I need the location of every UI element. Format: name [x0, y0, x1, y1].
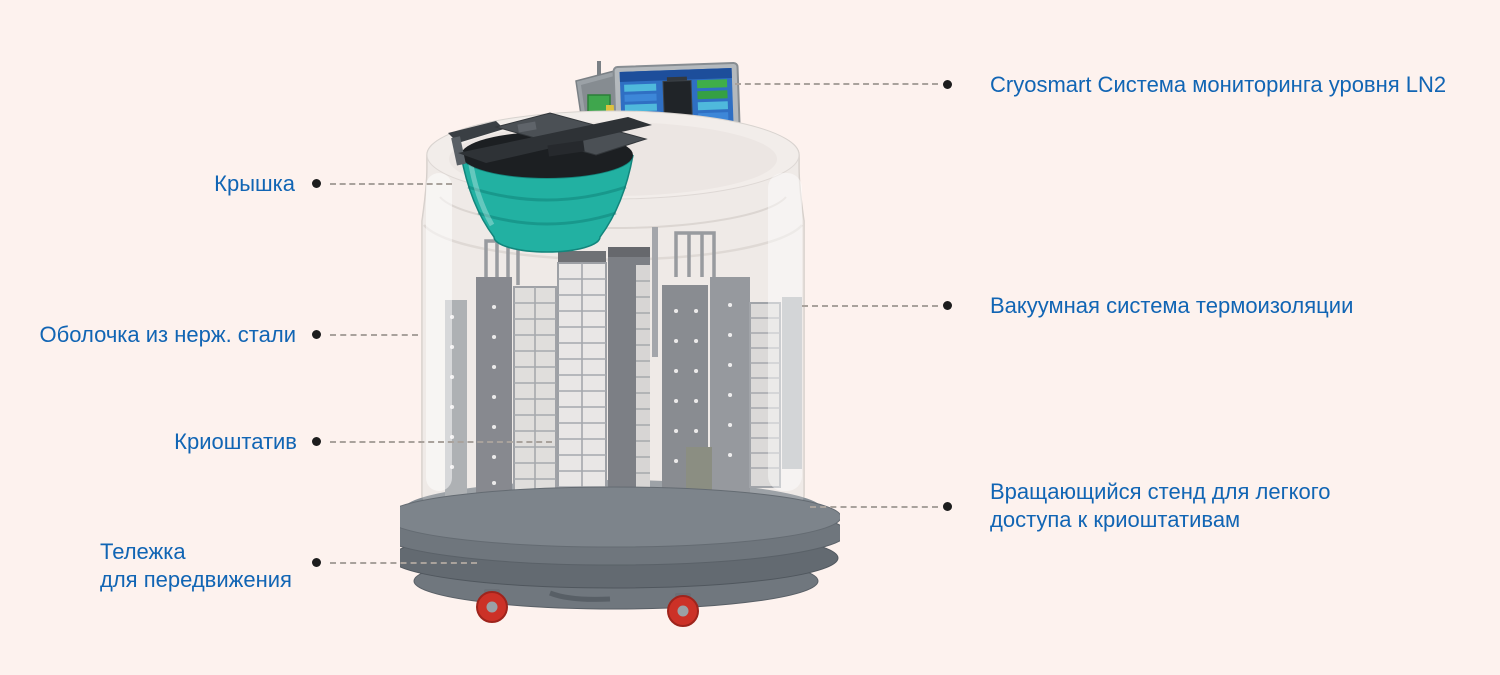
- leader-bullet-trolley: [312, 558, 321, 567]
- leader-line-vacuum: [802, 305, 938, 307]
- leader-line-cryo-rack: [330, 441, 552, 443]
- lid-mechanism: [448, 112, 652, 166]
- leader-line-trolley: [330, 562, 477, 564]
- rotating-base: [400, 486, 840, 627]
- label-cryo-rack-text: Криоштатив: [174, 429, 297, 454]
- leader-bullet-vacuum: [943, 301, 952, 310]
- label-rotating-stand-line1: Вращающийся стенд для легкого: [990, 479, 1331, 504]
- caster-wheel-left: [476, 589, 508, 623]
- label-trolley-line2: для передвижения: [100, 567, 292, 592]
- leader-line-lid: [330, 183, 452, 185]
- leader-bullet-lid: [312, 179, 321, 188]
- label-shell-text: Оболочка из нерж. стали: [39, 322, 296, 347]
- cryo-tank-illustration: [400, 61, 840, 627]
- leader-line-rotating-stand: [810, 506, 938, 508]
- label-rotating-stand: Вращающийся стенд для легкого доступа к …: [990, 478, 1331, 534]
- leader-bullet-monitoring: [943, 80, 952, 89]
- label-trolley-line1: Тележка: [100, 539, 186, 564]
- leader-bullet-rotating-stand: [943, 502, 952, 511]
- label-lid-text: Крышка: [214, 171, 295, 196]
- label-vacuum-insulation-text: Вакуумная система термоизоляции: [990, 293, 1354, 318]
- leader-bullet-cryo-rack: [312, 437, 321, 446]
- leader-line-monitoring: [735, 83, 938, 85]
- label-cryo-rack: Криоштатив: [97, 428, 297, 456]
- label-rotating-stand-line2: доступа к криоштативам: [990, 507, 1241, 532]
- label-shell: Оболочка из нерж. стали: [26, 321, 296, 349]
- label-trolley: Тележка для передвижения: [100, 538, 292, 594]
- leader-line-shell: [330, 334, 418, 336]
- label-vacuum-insulation: Вакуумная система термоизоляции: [990, 292, 1353, 320]
- label-lid: Крышка: [95, 170, 295, 198]
- caster-wheel-center: [667, 593, 699, 627]
- leader-bullet-shell: [312, 330, 321, 339]
- label-monitoring-system: Cryosmart Система мониторинга уровня LN2: [990, 71, 1446, 99]
- label-monitoring-system-text: Cryosmart Система мониторинга уровня LN2: [990, 72, 1447, 97]
